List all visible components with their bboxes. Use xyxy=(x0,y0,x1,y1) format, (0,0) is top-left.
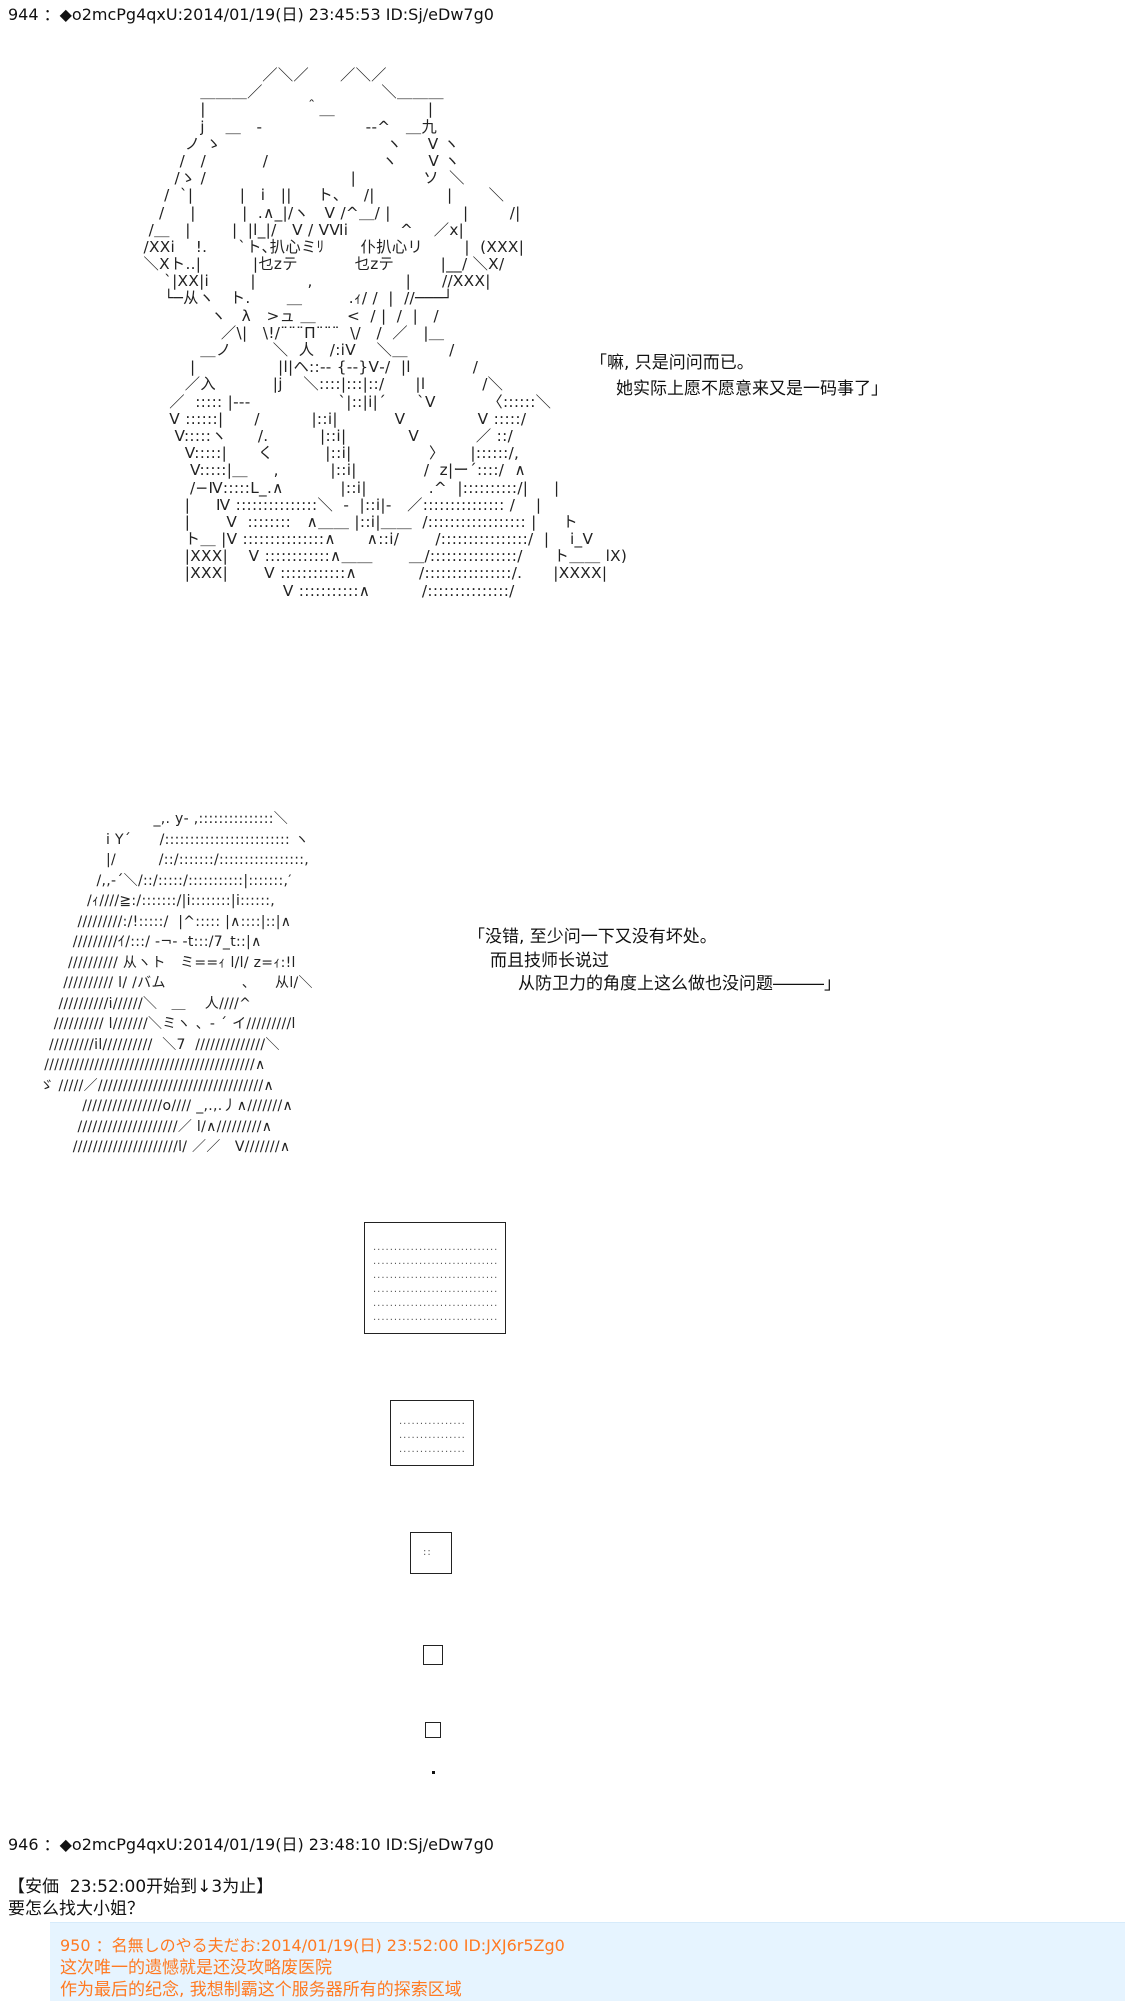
ascii-art-line: ゞ /////／////////////////////////////////… xyxy=(30,1077,275,1094)
ascii-art-line: j ＿ ‐ ‐‐^ ＿九 xyxy=(128,117,438,136)
ascii-art-line: /−Ⅳ:::::L_.∧ |::i| .^ |::::::::::/| | xyxy=(128,478,560,497)
ascii-art-line: | V :::::::: ∧＿＿ |::i|＿＿ /::::::::::::::… xyxy=(128,512,578,531)
post-header: 944 ：◆o2mcPg4qxU:2014/01/19(日) 23:45:53 … xyxy=(8,5,494,24)
ascii-art-line: /XXi !. `ト､扒心ミﾘ 仆扒心リ | (XXX| xyxy=(128,237,525,256)
ascii-art-line: `|XX|i | , | //XXX| xyxy=(128,272,491,291)
ascii-art-line: ////////// 从ヽト ミ==ｨ l/l/ z=ｨ:!l xyxy=(30,954,296,971)
ascii-art-line: V ::::::| / |::i| V V :::::/ xyxy=(128,409,527,428)
ascii-art-line: └─从ヽ ト. ＿ .ｨ/ / | //───┘ xyxy=(128,289,454,308)
ascii-art-line: |XXX| V ::::::::::::∧＿＿ ＿/::::::::::::::… xyxy=(128,547,628,566)
reply-block: 950 ：名無しのやる夫だお:2014/01/19(日) 23:52:00 ID… xyxy=(50,1922,1125,2001)
ascii-art-hair-closeup: _,. y‐ ,:::::::::::::::＼ i Y´ /:::::::::… xyxy=(30,812,313,1161)
ascii-art-line: /////////ｲ/:::/ ‐¬‐ ‐t:::/7_t::|∧ xyxy=(30,934,262,950)
ascii-art-line: /＿ | | |l_|/ V / VⅥi ^ ／x| xyxy=(128,220,465,239)
speech-line: 「没错, 至少问一下又没有坏处。 xyxy=(468,927,717,947)
ascii-art-line: _,. y‐ ,:::::::::::::::＼ xyxy=(30,811,289,827)
anka-question: 要怎么找大小姐？ xyxy=(8,1899,144,1919)
fading-dot xyxy=(432,1771,435,1774)
ascii-art-line: / | | .∧_|/ヽ V /^＿/ | | /| xyxy=(128,203,521,222)
ascii-art-line: ＿ノ ＼ 人 /:iV ＼＿ / xyxy=(128,341,455,359)
speech-line: 从防卫力的角度上这么做也没问题―――」 xyxy=(518,974,841,994)
ascii-art-line: ＿＿＿／ ＼＿＿＿ xyxy=(128,83,444,102)
ascii-art-line: /////////////////////l/ ／／ V///////∧ xyxy=(30,1139,291,1155)
speech-line: 「嘛, 只是问问而已。 xyxy=(590,353,754,373)
fading-panel-large: ........................................… xyxy=(364,1222,506,1334)
anka-line: 【安価 23:52:00开始到↓3为止】 xyxy=(8,1877,274,1897)
ascii-art-line: /ｨ////≧:/:::::::/|i::::::::|i::::::, xyxy=(30,893,275,909)
ascii-art-character: ／＼／ ／＼／ ＿＿＿／ ＼＿＿＿ | ＾＿ | j ＿ ‐ ‐‐^ ＿九 ノ … xyxy=(128,66,628,601)
speech-line: 而且技师长说过 xyxy=(490,951,609,971)
post-header: 946 ：◆o2mcPg4qxU:2014/01/19(日) 23:48:10 … xyxy=(8,1835,494,1854)
ascii-art-line: ////////////////////／ l/∧/////////∧ xyxy=(30,1118,273,1135)
ascii-art-line: / `| | i || ト、 /| | ＼ xyxy=(128,186,505,205)
ascii-art-line: ////////// l///////＼ミヽ 、‐ ´ イ/////////l xyxy=(30,1016,296,1032)
ascii-art-line: ／入 |j ＼::::|:::|::/ |l /＼ xyxy=(128,375,504,394)
ascii-art-line: ヽ λ >ュ ＿ < / | / | / xyxy=(128,306,439,325)
ascii-art-line: ノ ゝ ヽ V ヽ xyxy=(128,134,460,153)
reply-line: 作为最后的纪念, 我想制霸这个服务器所有的探索区域 xyxy=(60,1980,462,2000)
ascii-art-line: ト＿ |V :::::::::::::::∧ ∧::i/ /::::::::::… xyxy=(128,530,594,549)
ascii-art-line: |/ /::/:::::::/:::::::::::::::::, xyxy=(30,852,310,868)
ascii-art-line: | Ⅳ :::::::::::::::＼ ‐ |::i|‐ ／:::::::::… xyxy=(128,495,542,514)
fading-panel-medium: .............................. .........… xyxy=(390,1400,474,1466)
ascii-art-line: |XXX| V ::::::::::::∧ /::::::::::::::::/… xyxy=(128,564,608,583)
ascii-art-line: ////////// l/ /バム 、 从l/＼ xyxy=(30,975,313,991)
reply-line: 这次唯一的遗憾就是还没攻略废医院 xyxy=(60,1958,332,1978)
ascii-art-line: //////////i//////＼ ＿ 人////^ xyxy=(30,995,252,1012)
reply-header: 950 ：名無しのやる夫だお:2014/01/19(日) 23:52:00 ID… xyxy=(60,1936,565,1955)
ascii-art-line: V:::::|＿ , |::i| / z|ー´::::/ ∧ xyxy=(128,461,527,480)
ascii-art-line: V:::::ヽ /. |::i| V ／ ::/ xyxy=(128,426,514,445)
ascii-art-line: | ＾＿ | xyxy=(128,100,434,119)
ascii-art-line: ／\| \!/¨¨¨Π¨¨¨ \/ / ／ |＿ xyxy=(128,323,445,342)
ascii-art-line: ////////////////o//// _,.,.丿∧///////∧ xyxy=(30,1098,294,1114)
fading-panel-small: :: xyxy=(410,1532,452,1574)
ascii-art-line: | |l|ヘ::‐‐ {‐‐}V‐/ |l / xyxy=(128,358,479,377)
ascii-art-line: /////////:/!:::::/ |^::::: |∧::::|::|∧ xyxy=(30,913,292,930)
ascii-art-line: i Y´ /::::::::::::::::::::::::: ヽ xyxy=(30,831,310,848)
ascii-art-line: ／＼／ ／＼／ xyxy=(128,66,387,84)
fading-panel-minimal xyxy=(425,1722,441,1738)
ascii-art-line: / / / ヽ V ヽ xyxy=(128,151,460,170)
fading-panel-tiny xyxy=(423,1645,443,1665)
speech-line: 她实际上愿不愿意来又是一码事了」 xyxy=(616,379,888,399)
ascii-art-line: V:::::| く |::i| 〉 |::::::/, xyxy=(128,444,520,463)
ascii-art-line: V :::::::::::∧ /:::::::::::::::/ xyxy=(128,581,515,600)
ascii-art-line: /////////il////////// ＼7 //////////////＼ xyxy=(30,1036,280,1053)
ascii-art-line: /,,‐´＼/::/:::::/:::::::::::|:::::::,′ xyxy=(30,872,292,889)
ascii-art-line: /ゝ / | ソ ＼ xyxy=(128,169,465,188)
ascii-art-line: ／ ::::: |‐‐‐ `|::|i|´ `V 〈::::::＼ xyxy=(128,392,552,411)
ascii-art-line: ////////////////////////////////////////… xyxy=(30,1057,266,1073)
ascii-art-line: ＼Xト..| |乜zテ 乜zテ |__/ ＼X/ xyxy=(128,255,505,274)
